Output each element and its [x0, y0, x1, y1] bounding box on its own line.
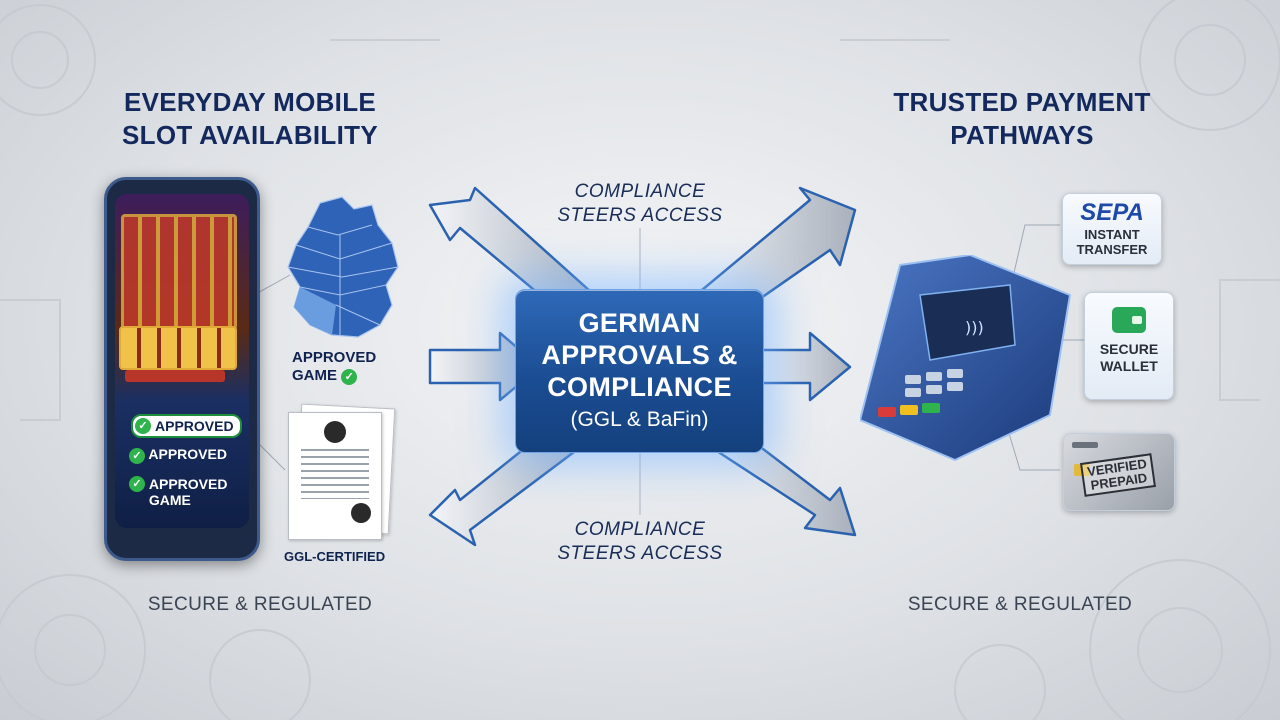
- approved-badge-2: ✓ APPROVED: [129, 446, 227, 464]
- bottom-caption-line2: STEERS ACCESS: [557, 543, 723, 564]
- right-footer: SECURE & REGULATED: [907, 594, 1133, 615]
- svg-text:))): ))): [965, 318, 984, 337]
- wallet-line2: WALLET: [1100, 358, 1158, 374]
- right-heading-line1: TRUSTED PAYMENT: [893, 87, 1151, 117]
- left-heading-line1: EVERYDAY MOBILE: [123, 87, 377, 117]
- center-title-line2: APPROVALS &: [541, 340, 738, 370]
- map-label: APPROVED GAME ✓: [292, 349, 376, 385]
- check-icon: ✓: [135, 418, 151, 434]
- wallet-icon: [1112, 307, 1146, 333]
- approved-badge-2-label: APPROVED: [148, 446, 227, 462]
- approved-badge-1: ✓ APPROVED: [131, 414, 242, 438]
- card-number-dots: [1072, 442, 1098, 448]
- slot-reel: [119, 326, 237, 370]
- prepaid-stamp: VERIFIED PREPAID: [1079, 453, 1156, 497]
- certificate-front: [288, 412, 382, 540]
- top-caption-line1: COMPLIANCE: [574, 181, 706, 202]
- prepaid-card-icon: VERIFIED PREPAID: [1063, 433, 1175, 511]
- center-subtitle: (GGL & BaFin): [570, 408, 709, 431]
- sepa-card: SEPA INSTANT TRANSFER: [1062, 193, 1162, 265]
- left-footer: SECURE & REGULATED: [147, 594, 373, 615]
- wallet-card: SECURE WALLET: [1084, 292, 1174, 400]
- sepa-logo: SEPA: [1080, 199, 1144, 226]
- phone-screen: ✓ APPROVED ✓ APPROVED ✓ APPROVED GAME: [115, 194, 249, 528]
- germany-map-icon: [287, 196, 399, 338]
- certificate-text-lines: [301, 449, 369, 499]
- right-heading-line2: PATHWAYS: [950, 120, 1094, 150]
- card-chip: [1074, 464, 1090, 476]
- center-box: GERMAN APPROVALS & COMPLIANCE (GGL & BaF…: [515, 289, 764, 453]
- seal-icon: [351, 503, 371, 523]
- phone-icon: ✓ APPROVED ✓ APPROVED ✓ APPROVED GAME: [104, 177, 260, 561]
- map-label-line2-wrap: GAME ✓: [292, 367, 376, 385]
- map-label-line2: GAME: [292, 367, 337, 384]
- check-icon: ✓: [129, 476, 145, 492]
- top-caption-line2: STEERS ACCESS: [557, 205, 723, 226]
- card-terminal-icon: ))): [860, 255, 1071, 461]
- seal-icon: [324, 421, 346, 443]
- right-heading: TRUSTED PAYMENT PATHWAYS: [862, 86, 1182, 152]
- approved-badge-1-label: APPROVED: [155, 418, 234, 434]
- wallet-clasp: [1132, 316, 1142, 324]
- slot-bar: [125, 370, 225, 382]
- wallet-line1: SECURE: [1099, 341, 1159, 357]
- check-icon: ✓: [341, 369, 358, 385]
- approved-badge-3: ✓ APPROVED GAME: [129, 476, 239, 508]
- approved-badge-3-label: APPROVED GAME: [148, 476, 228, 508]
- sepa-line1: INSTANT: [1084, 227, 1140, 242]
- left-heading-line2: SLOT AVAILABILITY: [122, 120, 378, 150]
- bottom-caption-line1: COMPLIANCE: [574, 519, 706, 540]
- center-title-line1: GERMAN: [578, 308, 701, 338]
- center-title-line3: COMPLIANCE: [547, 372, 732, 402]
- cert-label: GGL-CERTIFIED: [284, 549, 386, 564]
- sepa-line2: TRANSFER: [1076, 242, 1148, 257]
- slot-grid: [121, 214, 237, 330]
- top-caption: COMPLIANCE STEERS ACCESS: [520, 180, 760, 228]
- check-icon: ✓: [129, 448, 145, 464]
- arrow-icon: [758, 331, 852, 402]
- certificate-icon: [284, 403, 396, 544]
- bottom-caption: COMPLIANCE STEERS ACCESS: [520, 518, 760, 566]
- left-heading: EVERYDAY MOBILE SLOT AVAILABILITY: [90, 86, 410, 152]
- map-label-line1: APPROVED: [292, 349, 377, 366]
